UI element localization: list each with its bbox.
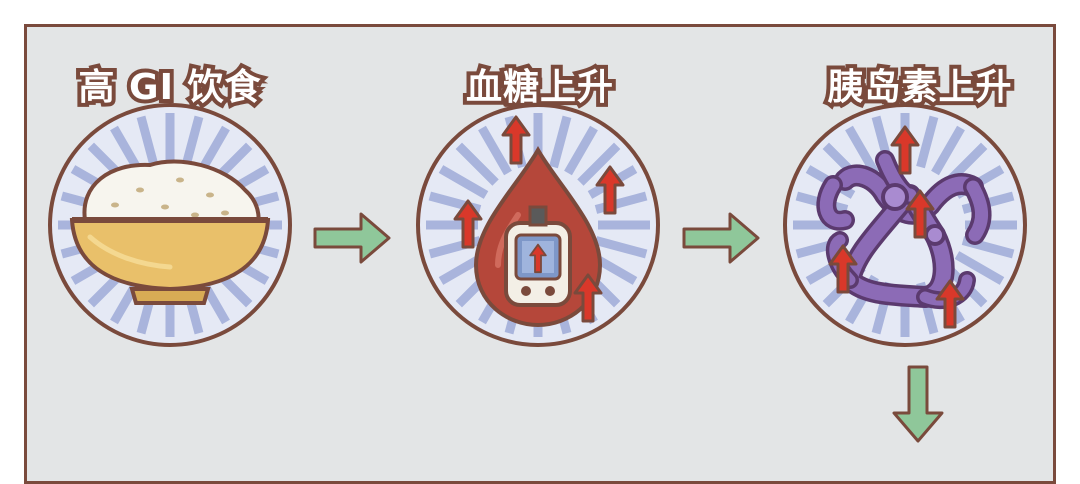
arrow-right-2 [682,212,760,264]
step-label-insulin-rise: 胰岛素上升 [823,63,1015,112]
insulin-circle [783,103,1027,347]
blood-glucose-meter-icon [473,145,603,328]
arrow-right-1 [313,212,391,264]
diagram-canvas [48,103,1027,443]
rice-bowl-icon [69,159,271,305]
blood-sugar-circle [416,103,660,347]
rice-bowl-circle [48,103,292,347]
arrow-down [892,365,944,443]
